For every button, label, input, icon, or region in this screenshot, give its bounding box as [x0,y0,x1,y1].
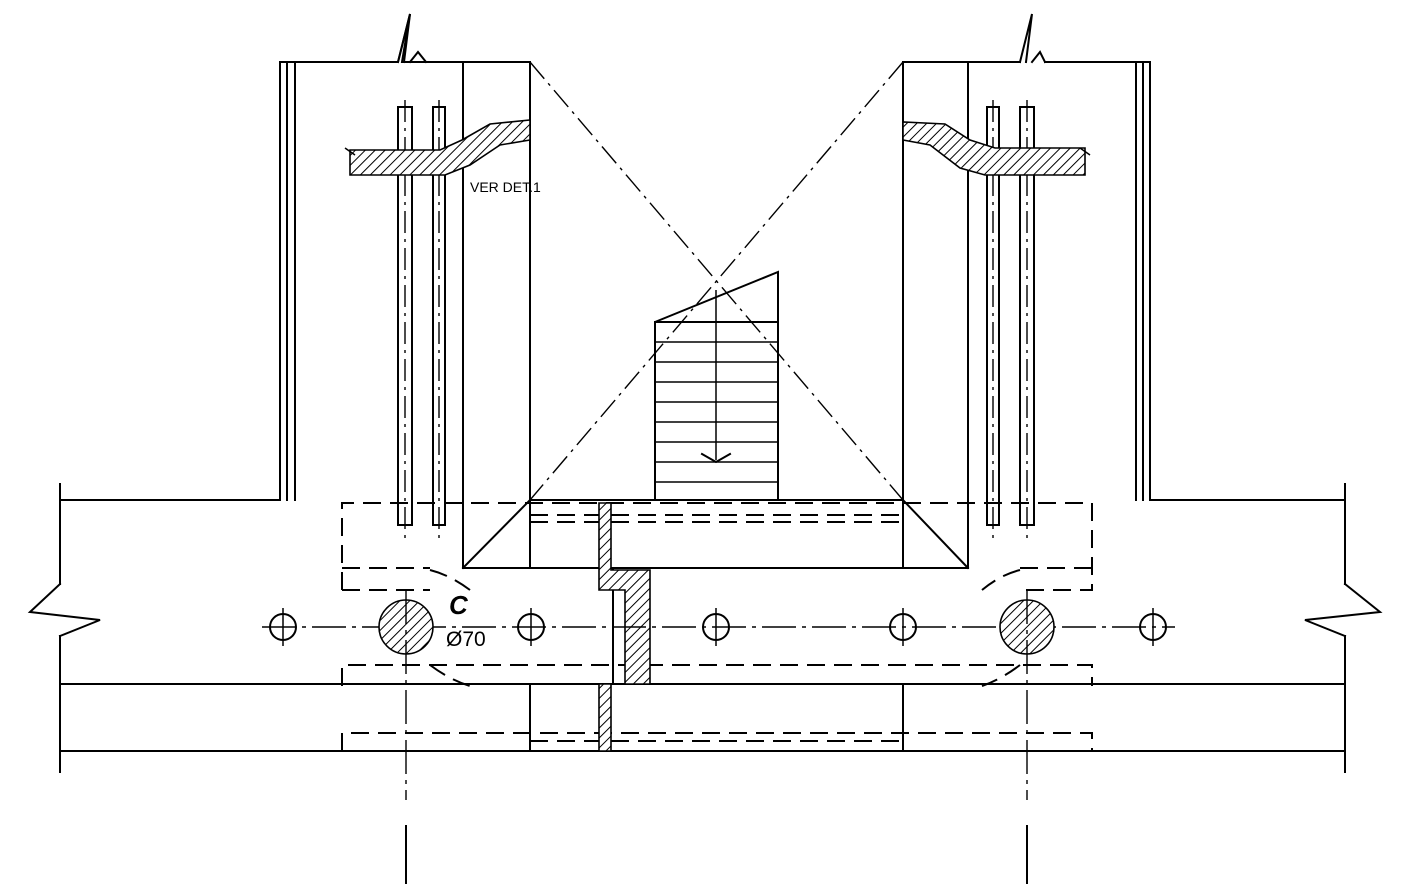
foundation-walls [27,483,1383,773]
pile-diameter-label: Ø70 [446,628,486,651]
detail-reference-note: VER DET.1 [470,179,541,195]
stair-treads [655,341,778,483]
right-vertical-bars [986,100,1035,540]
left-vertical-bars [397,100,446,540]
opening-box [461,498,970,570]
left-slab-tick [344,147,356,156]
opening-diagonals [529,61,904,501]
chevron-down-icon [700,452,732,464]
right-break-symbol [1018,13,1047,64]
right-slab-tick [1079,147,1091,156]
left-tower-outline [59,13,531,569]
right-hatched-slab [902,121,1086,176]
right-tower-outline [902,61,1346,569]
pile-letter-label: C [449,590,469,620]
left-hatched-slab [349,119,531,176]
left-break-symbol [396,13,428,64]
anchor-holes [269,608,1167,646]
vertical-grid-axes [405,590,1028,884]
stair [654,270,779,501]
